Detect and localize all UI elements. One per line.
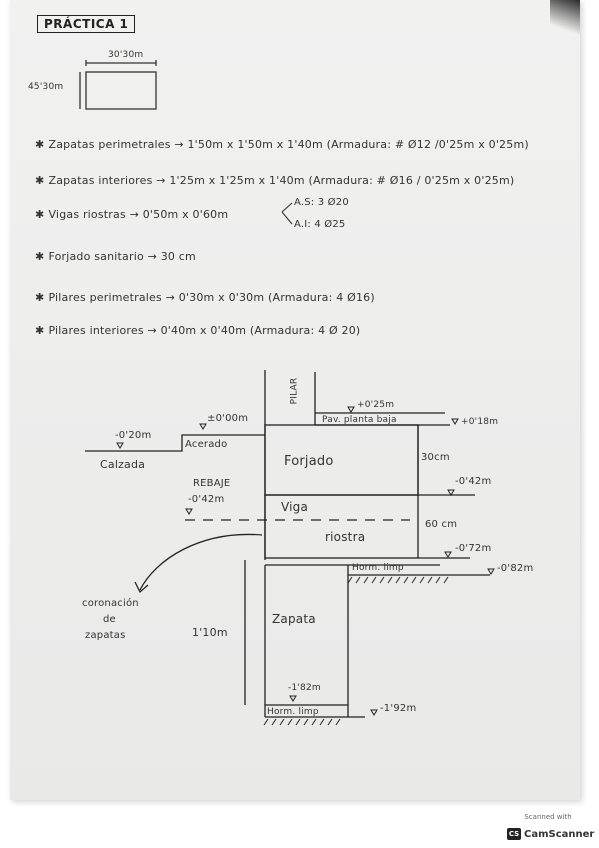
spec-interior-footings: ✱ Zapatas interiores → 1'25m x 1'25m x 1… xyxy=(35,174,515,187)
spec-perimeter-footings: ✱ Zapatas perimetrales → 1'50m x 1'50m x… xyxy=(35,138,529,151)
level-p018: +0'18m xyxy=(461,417,499,427)
page-title: PRÁCTICA 1 xyxy=(37,15,136,33)
coronacion-label: coronación xyxy=(82,598,139,609)
paper-sheet xyxy=(10,0,580,800)
calzada-label: Calzada xyxy=(100,458,146,471)
level-m042-left: -0'42m xyxy=(188,494,225,505)
level-m182: -1'82m xyxy=(288,683,321,693)
beam-top-reinforcement: A.S: 3 Ø20 xyxy=(294,197,349,208)
spec-tie-beams: ✱ Vigas riostras → 0'50m x 0'60m xyxy=(35,208,229,221)
dimension-30cm: 30cm xyxy=(421,452,450,463)
camscanner-badge: Scanned with CS CamScanner xyxy=(507,813,594,840)
level-m082: -0'82m xyxy=(497,563,534,574)
spec-interior-pillars: ✱ Pilares interiores → 0'40m x 0'40m (Ar… xyxy=(35,324,361,337)
camscanner-text: CamScanner xyxy=(524,828,595,840)
pilar-label: PILAR xyxy=(289,377,300,405)
plan-height-label: 45'30m xyxy=(28,82,64,92)
scanned-with-text: Scanned with xyxy=(524,813,572,821)
camscanner-icon: CS xyxy=(507,828,521,840)
viga-label: Viga xyxy=(281,500,309,514)
rebaje-label: REBAJE xyxy=(193,478,231,489)
pav-planta-baja-label: Pav. planta baja xyxy=(322,415,397,425)
dimension-1-10m: 1'10m xyxy=(192,626,228,639)
coronacion-de-label: de xyxy=(103,614,116,625)
plan-width-label: 30'30m xyxy=(108,50,144,60)
level-markers xyxy=(116,406,495,716)
level-m192: -1'92m xyxy=(380,703,417,714)
ground-hatching xyxy=(263,576,449,726)
plan-sketch xyxy=(79,60,157,110)
page-corner-shadow xyxy=(550,0,580,40)
acerado-label: Acerado xyxy=(185,439,228,450)
level-zero: ±0'00m xyxy=(207,413,249,424)
forjado-label: Forjado xyxy=(284,454,334,469)
beam-reinforcement-brace xyxy=(281,202,293,225)
spec-perimeter-pillars: ✱ Pilares perimetrales → 0'30m x 0'30m (… xyxy=(35,291,375,304)
riostra-label: riostra xyxy=(325,530,366,544)
horm-limp-bottom-label: Horm. limp xyxy=(267,707,319,717)
spec-sanitary-slab: ✱ Forjado sanitario → 30 cm xyxy=(35,250,196,263)
level-m020: -0'20m xyxy=(115,430,152,441)
coronacion-arrow xyxy=(139,533,263,591)
level-p025: +0'25m xyxy=(357,400,395,410)
zapata-label: Zapata xyxy=(272,612,316,626)
level-m072: -0'72m xyxy=(455,543,492,554)
viga-box xyxy=(264,494,419,559)
dimension-60cm: 60 cm xyxy=(425,519,458,530)
horm-limp-top-label: Horm. limp xyxy=(352,563,404,573)
construction-section xyxy=(85,370,490,718)
plan-rectangle xyxy=(85,71,157,110)
level-m042-right: -0'42m xyxy=(455,476,492,487)
beam-bottom-reinforcement: A.I: 4 Ø25 xyxy=(294,219,346,230)
acerado-step-line xyxy=(85,434,265,452)
coronacion-zapatas-label: zapatas xyxy=(85,630,126,641)
